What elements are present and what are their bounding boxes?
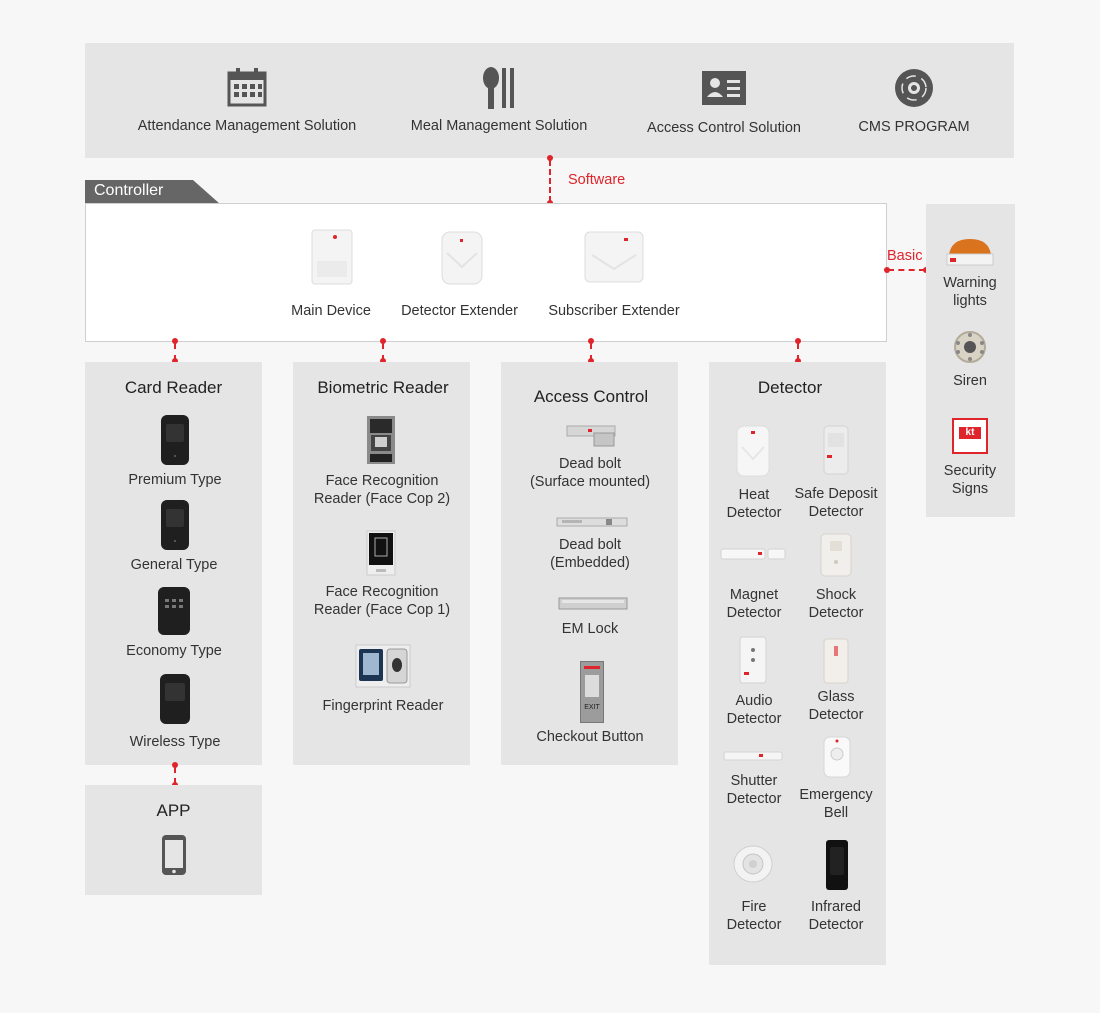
access-item-label: EM Lock — [561, 621, 619, 637]
detector-title: Detector — [757, 378, 823, 397]
magnet-detector-image — [720, 546, 786, 562]
cms-label: CMS PROGRAM — [858, 119, 970, 135]
surface-deadbolt-image — [566, 425, 616, 447]
app-title: APP — [156, 801, 191, 820]
access-solution-label: Access Control Solution — [647, 120, 801, 136]
main-device-image — [311, 229, 353, 285]
face-cop-1-image — [366, 530, 396, 576]
controller-item-label: Subscriber Extender — [548, 303, 680, 319]
heat-detector-image — [736, 425, 770, 477]
app-connector — [174, 767, 176, 784]
connector-dot — [380, 338, 386, 344]
connector-dot — [884, 267, 890, 273]
software-tag: Software — [568, 172, 626, 188]
card-reader-title: Card Reader — [124, 378, 223, 397]
siren-image — [949, 331, 991, 363]
card-reader-item-label: Premium Type — [128, 472, 222, 488]
access-item-label: Checkout Button — [536, 729, 644, 745]
checkout-button-image: EXIT — [580, 661, 604, 723]
meal-label: Meal Management Solution — [410, 118, 588, 134]
shutter-detector-image — [723, 751, 783, 761]
software-panel — [85, 43, 1014, 158]
connector-dot — [588, 358, 594, 364]
fire-detector-image — [733, 845, 773, 883]
biometric-title: Biometric Reader — [317, 378, 449, 397]
card-reader-item-label: Economy Type — [126, 643, 222, 659]
connector-dot — [172, 358, 178, 364]
detector-extender-image — [441, 231, 483, 285]
biometric-connector — [382, 343, 384, 361]
connector-dot — [380, 358, 386, 364]
warning-light-image — [945, 237, 995, 267]
security-sign-image: kt — [952, 418, 988, 454]
controller-tab — [85, 180, 220, 204]
smartphone-icon — [161, 834, 187, 876]
safe-deposit-detector-image — [823, 425, 849, 475]
controller-item-label: Main Device — [291, 303, 371, 319]
connector-dot — [795, 358, 801, 364]
premium-reader-image — [160, 414, 190, 466]
id-card-icon — [702, 71, 746, 105]
audio-detector-image — [739, 636, 767, 684]
face-cop-2-image — [366, 415, 396, 465]
card-connector — [174, 343, 176, 361]
connector-dot — [588, 338, 594, 344]
biometric-item-label: Fingerprint Reader — [322, 698, 444, 714]
attendance-label: Attendance Management Solution — [137, 118, 357, 134]
connector-dot — [172, 762, 178, 768]
basic-connector — [888, 269, 925, 271]
basic-tag: Basic — [887, 248, 923, 264]
em-lock-image — [558, 596, 628, 612]
basic-item-label: Siren — [953, 373, 987, 389]
wireless-reader-image — [159, 673, 191, 725]
access-item-label: Dead bolt(Embedded) — [550, 537, 630, 571]
connector-dot — [795, 338, 801, 344]
access-item-label: Dead bolt(Surface mounted) — [529, 456, 651, 490]
economy-reader-image — [157, 586, 191, 636]
subscriber-extender-image — [584, 231, 644, 283]
shock-detector-image — [820, 533, 852, 577]
controller-item-label: Detector Extender — [401, 303, 518, 319]
infrared-detector-image — [825, 839, 849, 891]
cutlery-icon — [482, 67, 518, 109]
detector-connector — [797, 343, 799, 361]
connector-dot — [547, 155, 553, 161]
card-reader-item-label: General Type — [130, 557, 218, 573]
disc-icon — [894, 68, 934, 108]
connector-dot — [172, 338, 178, 344]
controller-box — [85, 203, 887, 342]
software-connector — [549, 160, 551, 202]
embedded-deadbolt-image — [556, 516, 628, 528]
card-reader-item-label: Wireless Type — [129, 734, 221, 750]
fingerprint-reader-image — [355, 641, 411, 689]
access-control-title: Access Control — [533, 387, 649, 406]
emergency-bell-image — [823, 736, 851, 778]
glass-detector-image — [823, 638, 849, 684]
access-connector — [590, 343, 592, 361]
calendar-icon — [227, 67, 267, 107]
general-reader-image — [160, 499, 190, 551]
controller-title: Controller — [94, 182, 164, 199]
